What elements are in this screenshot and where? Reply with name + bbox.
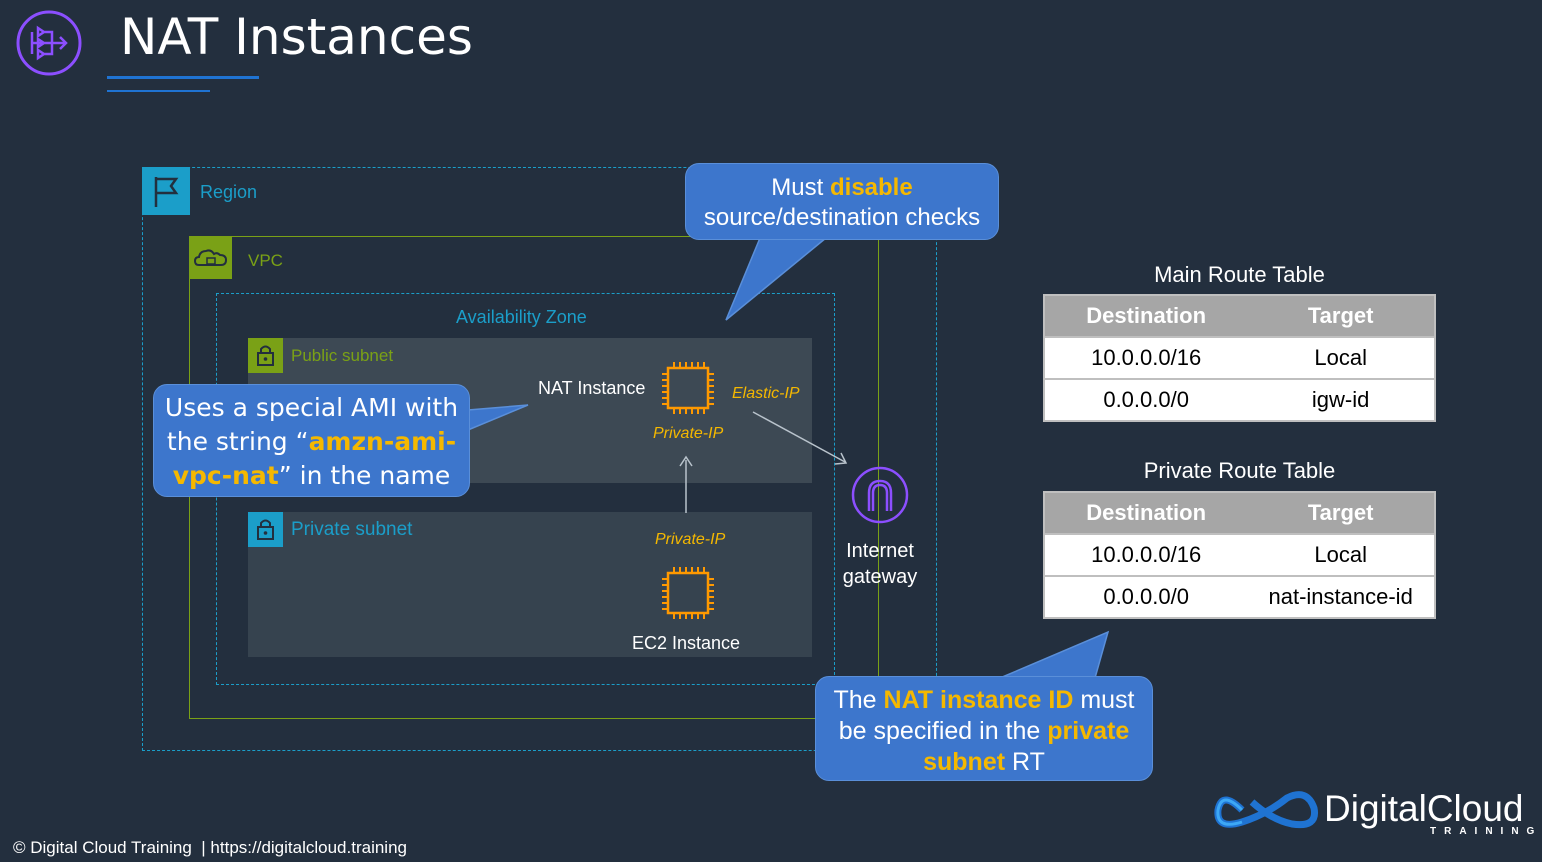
digitalcloud-logo-icon — [1212, 780, 1322, 840]
region-flag-icon — [142, 167, 190, 215]
title-underline — [107, 76, 259, 79]
main-route-table-title: Main Route Table — [1154, 262, 1325, 287]
availability-zone-label: Availability Zone — [456, 307, 587, 327]
private-subnet-lock-icon — [248, 512, 283, 547]
nat-private-ip-label: Private-IP — [653, 425, 724, 442]
internet-gateway-label: Internet gateway — [842, 540, 918, 588]
public-subnet-lock-icon — [248, 338, 283, 373]
vpc-cloud-icon — [189, 236, 232, 279]
digitalcloud-logo-text: DigitalCloud — [1324, 788, 1524, 829]
callout-special-ami: Uses a special AMI with the string “amzn… — [153, 384, 470, 497]
private-route-table-title: Private Route Table — [1143, 458, 1336, 483]
elastic-ip-label: Elastic-IP — [732, 385, 800, 402]
digitalcloud-logo-subtext: TRAINING — [1430, 826, 1542, 837]
region-box — [142, 167, 937, 751]
internet-gateway-icon — [850, 465, 910, 525]
ec2-private-ip-label: Private-IP — [655, 531, 726, 548]
private-subnet — [248, 512, 812, 657]
region-label: Region — [200, 182, 258, 202]
title-underline-secondary — [107, 90, 210, 92]
ec2-instance-chip-icon — [658, 563, 718, 623]
ec2-instance-label: EC2 Instance — [632, 633, 741, 653]
nat-instance-label: NAT Instance — [538, 378, 646, 398]
footer-copyright: © Digital Cloud Training | https://digit… — [13, 838, 407, 857]
vpc-label: VPC — [248, 251, 283, 270]
public-subnet-label: Public subnet — [291, 346, 394, 365]
nat-instance-chip-icon — [658, 358, 718, 418]
page-title: NAT Instances — [120, 8, 473, 66]
callout-disable-checks: Must disable source/destination checks — [685, 163, 999, 240]
nat-gateway-icon — [16, 10, 82, 76]
private-subnet-label: Private subnet — [291, 519, 413, 540]
callout-nat-instance-id: The NAT instance ID must be specified in… — [815, 676, 1153, 781]
